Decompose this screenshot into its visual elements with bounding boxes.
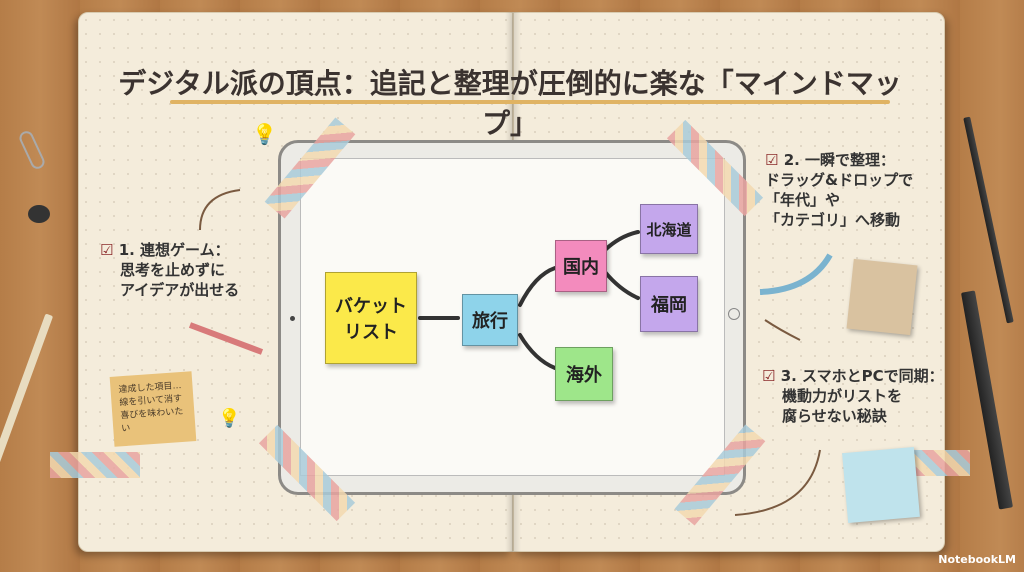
sticky-note: 達成した項目… 線を引いて消す 喜びを味わいたい <box>109 371 197 447</box>
checkbox-icon: ☑ <box>100 241 114 259</box>
mindmap-center-node: 旅行 <box>462 294 518 346</box>
checkbox-icon: ☑ <box>765 151 779 169</box>
page-title: デジタル派の頂点：追記と整理が圧倒的に楽な「マインドマップ」 <box>118 67 902 140</box>
mindmap-node-fukuoka: 福岡 <box>640 276 698 332</box>
arrow-to-domestic <box>518 266 557 307</box>
arrow-to-hokkaido <box>603 230 640 252</box>
mindmap-root-node: バケットリスト <box>325 272 417 364</box>
mindmap-node-hokkaido: 北海道 <box>640 204 698 254</box>
point-1: ☑ 1. 連想ゲーム： 思考を止めずに アイデアが出せる <box>100 241 240 299</box>
tablet-camera <box>290 316 295 321</box>
mindmap-node-overseas: 海外 <box>555 347 613 401</box>
checkbox-icon: ☑ <box>762 367 776 385</box>
blue-note-card <box>842 446 920 524</box>
point-2: ☑ 2. 一瞬で整理： ドラッグ&ドロップで 「年代」や 「カテゴリ」へ移動 <box>765 151 914 229</box>
ink-blot <box>28 205 50 223</box>
blue-arrow <box>759 253 833 295</box>
sketch-note-card <box>846 258 918 336</box>
lightbulb-icon: 💡 <box>218 408 241 429</box>
pink-arrow <box>188 322 264 355</box>
arrow-to-fukuoka <box>603 270 640 300</box>
mindmap-node-domestic: 国内 <box>555 240 607 292</box>
point-3: ☑ 3. スマホとPCで同期： 機動力がリストを 腐らせない秘訣 <box>762 367 944 425</box>
washi-tape <box>50 452 140 478</box>
lightbulb-icon: 💡 <box>252 122 277 146</box>
title-underline <box>170 100 890 104</box>
tablet-home-button <box>728 308 740 320</box>
arrow-to-overseas <box>518 333 557 370</box>
watermark: NotebookLM <box>938 553 1016 566</box>
